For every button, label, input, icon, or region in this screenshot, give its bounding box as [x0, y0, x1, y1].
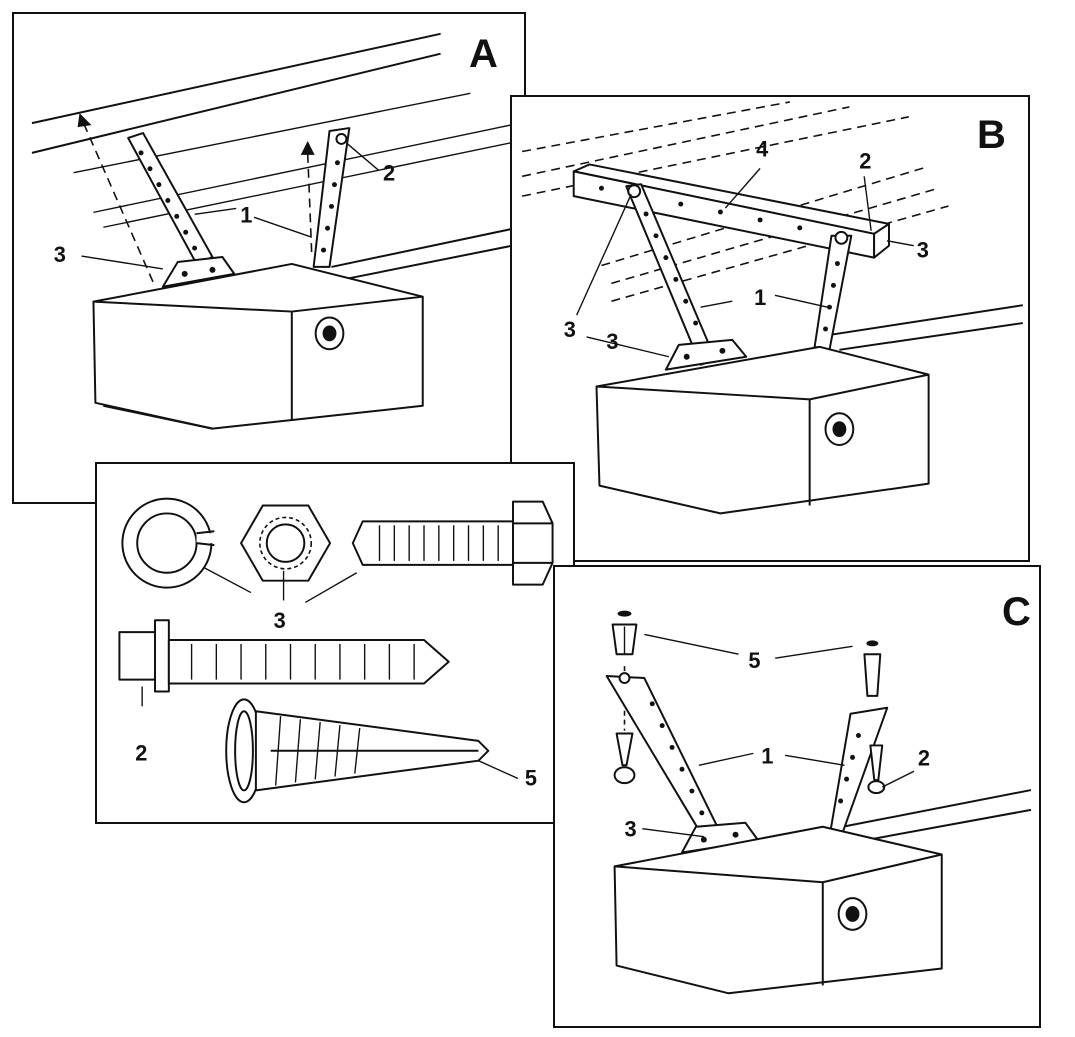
panel-c-label-3: 3 — [625, 817, 637, 842]
panel-a-illustration: 1 2 3 — [31, 32, 521, 430]
hardware-label-2: 2 — [135, 741, 147, 766]
panel-c: 5 1 2 3 C — [553, 565, 1041, 1028]
panel-b-label-3-left: 3 — [564, 317, 576, 342]
lock-washer-icon — [121, 497, 217, 589]
panel-b-label-3-bracket: 3 — [606, 329, 618, 354]
panel-c-label-1: 1 — [761, 743, 773, 768]
panel-b-label-2: 2 — [859, 148, 871, 173]
panel-a-label-2: 2 — [383, 161, 395, 186]
panel-a-label-3: 3 — [54, 242, 66, 267]
lag-screw-icon — [118, 619, 450, 693]
panel-a-title: A — [469, 32, 498, 76]
panel-a: 1 2 3 A — [12, 12, 526, 504]
hardware-panel: 3 2 5 — [95, 462, 575, 824]
hex-bolt-icon — [351, 500, 554, 586]
panel-c-label-2: 2 — [918, 745, 930, 770]
panel-b-label-1: 1 — [754, 285, 766, 310]
hardware-illustration: 3 2 5 — [118, 497, 554, 804]
panel-b-label-3-right: 3 — [917, 238, 929, 263]
panel-b-label-4: 4 — [756, 136, 768, 161]
hardware-label-3: 3 — [274, 608, 286, 633]
hex-nut-icon — [240, 504, 332, 582]
panel-b-title: B — [977, 113, 1006, 157]
wall-anchor-icon — [225, 698, 490, 804]
panel-c-title: C — [1002, 590, 1031, 634]
panel-c-label-5: 5 — [748, 648, 760, 673]
hardware-label-5: 5 — [525, 765, 537, 790]
panel-b-illustration: 4 2 3 3 1 3 — [521, 101, 1023, 515]
panel-b: 4 2 3 3 1 3 B — [510, 95, 1030, 562]
panel-c-illustration: 5 1 2 3 — [605, 610, 1032, 995]
panel-a-label-1: 1 — [240, 202, 252, 227]
